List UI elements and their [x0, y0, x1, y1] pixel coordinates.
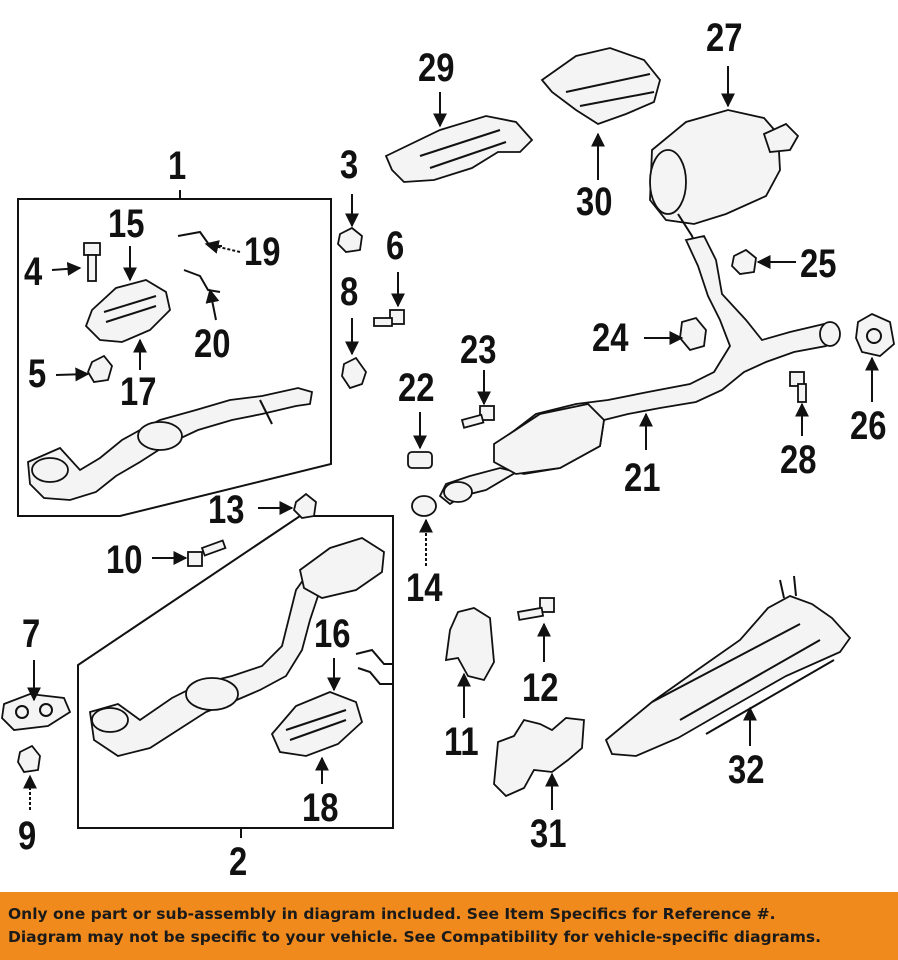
bracket-16 — [355, 648, 392, 685]
part-label-18: 18 — [302, 786, 339, 830]
catalytic-converter-15 — [84, 279, 171, 343]
part-label-7: 7 — [22, 612, 41, 656]
part-label-12: 12 — [522, 666, 559, 710]
part-label-25: 25 — [800, 242, 837, 286]
disclaimer-banner: Only one part or sub-assembly in diagram… — [0, 892, 898, 960]
part-label-24: 24 — [592, 316, 629, 360]
bracket-19 — [177, 230, 222, 247]
part-label-29: 29 — [418, 46, 455, 90]
part-label-28: 28 — [780, 438, 817, 482]
part-label-26: 26 — [850, 404, 887, 448]
part-label-23: 23 — [460, 328, 497, 372]
part-label-6: 6 — [386, 224, 405, 268]
gasket-7 — [1, 693, 72, 731]
part-label-19: 19 — [244, 230, 281, 274]
part-label-14: 14 — [406, 566, 443, 610]
heat-shield-30 — [540, 47, 661, 125]
part-label-9: 9 — [18, 814, 37, 858]
hanger-24 — [679, 316, 707, 352]
bracket-20 — [183, 269, 221, 293]
center-pipe-21 — [438, 234, 841, 506]
nut-3 — [337, 226, 363, 253]
exhaust-parts-diagram — [1, 47, 895, 838]
muffler-27 — [649, 109, 800, 279]
bolt-4 — [83, 242, 101, 282]
nut-5 — [86, 354, 113, 383]
part-label-10: 10 — [106, 538, 143, 582]
catalytic-converter-18 — [270, 691, 364, 757]
assembly-2-outline — [77, 515, 394, 838]
bolt-23 — [460, 405, 495, 429]
gasket-26 — [855, 312, 895, 357]
disclaimer-line-2: Diagram may not be specific to your vehi… — [8, 928, 822, 946]
leader-arrows — [23, 66, 879, 810]
clamp-14 — [411, 495, 437, 517]
part-label-15: 15 — [108, 202, 145, 246]
bolt-28 — [789, 371, 807, 403]
part-label-31: 31 — [530, 812, 567, 856]
bracket-11 — [444, 607, 495, 682]
part-label-4: 4 — [24, 250, 43, 294]
bolt-12 — [516, 597, 555, 621]
front-pipe-2 — [88, 537, 385, 757]
part-label-1: 1 — [168, 144, 187, 188]
part-label-16: 16 — [314, 612, 351, 656]
part-label-2: 2 — [229, 840, 248, 884]
heat-shield-29 — [384, 115, 534, 183]
part-label-11: 11 — [444, 720, 479, 764]
bolt-6 — [373, 309, 405, 327]
nut-25 — [731, 248, 757, 275]
part-label-32: 32 — [728, 748, 765, 792]
part-label-20: 20 — [194, 322, 231, 366]
bracket-8 — [341, 356, 367, 390]
part-label-8: 8 — [340, 270, 359, 314]
part-label-27: 27 — [706, 16, 743, 60]
part-label-13: 13 — [208, 488, 245, 532]
part-label-17: 17 — [120, 370, 157, 414]
heat-shield-31 — [493, 717, 585, 798]
nut-9 — [17, 744, 41, 773]
part-label-22: 22 — [398, 366, 435, 410]
assembly-1-outline — [17, 190, 332, 517]
nut-13 — [293, 492, 317, 519]
bolt-10 — [187, 539, 227, 567]
sleeve-22 — [407, 451, 433, 469]
part-label-21: 21 — [624, 456, 661, 500]
under-shield-32 — [604, 575, 852, 757]
part-label-3: 3 — [340, 143, 359, 187]
front-pipe-1 — [27, 387, 314, 501]
part-label-5: 5 — [28, 352, 47, 396]
disclaimer-line-1: Only one part or sub-assembly in diagram… — [8, 905, 776, 923]
part-label-30: 30 — [576, 180, 613, 224]
